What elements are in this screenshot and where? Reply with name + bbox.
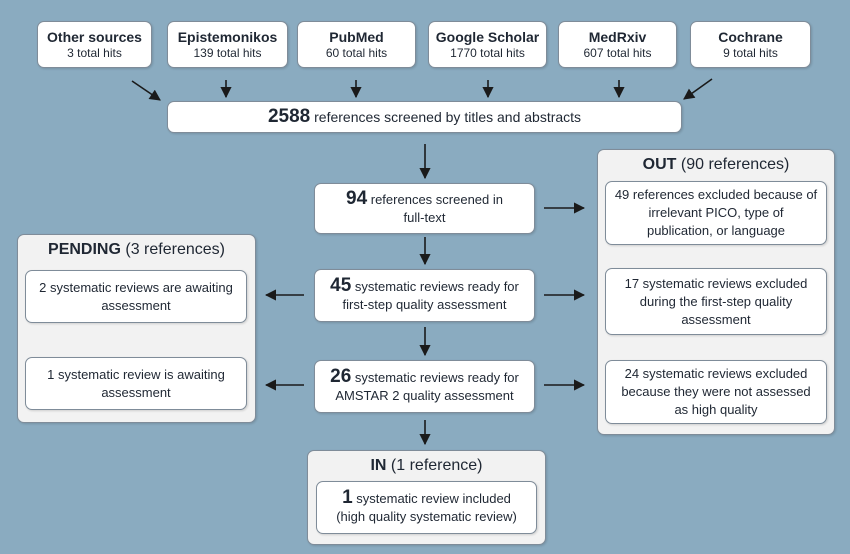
source-box-other: Other sources 3 total hits: [37, 21, 152, 68]
source-hits: 3 total hits: [67, 46, 122, 60]
included-box: 1 systematic review included (high quali…: [316, 481, 537, 534]
source-box-medrxiv: MedRxiv 607 total hits: [558, 21, 677, 68]
source-hits: 607 total hits: [583, 46, 652, 60]
first-step-count: 45: [330, 275, 352, 296]
source-box-cochrane: Cochrane 9 total hits: [690, 21, 811, 68]
fulltext-box: 94 references screened in full-text: [314, 183, 535, 234]
source-name: Cochrane: [718, 29, 783, 45]
in-title: IN (1 reference): [370, 457, 483, 474]
source-name: Google Scholar: [435, 29, 540, 45]
source-box-epistemonikos: Epistemonikos 139 total hits: [167, 21, 288, 68]
first-step-box: 45 systematic reviews ready for first-st…: [314, 269, 535, 322]
screened-count: 2588: [267, 106, 311, 127]
source-name: PubMed: [329, 29, 384, 45]
amstar-box: 26 systematic reviews ready for AMSTAR 2…: [314, 360, 535, 413]
pending-title: PENDING (3 references): [48, 241, 225, 258]
source-box-pubmed: PubMed 60 total hits: [297, 21, 416, 68]
out-item-not-high-quality: 24 systematic reviews excluded because t…: [605, 360, 827, 424]
source-hits: 9 total hits: [723, 46, 778, 60]
screened-titles-box: 2588 references screened by titles and a…: [167, 101, 682, 133]
pending-item-1-review: 1 systematic review is awaiting assessme…: [25, 357, 247, 410]
source-box-google-scholar: Google Scholar 1770 total hits: [428, 21, 547, 68]
out-item-first-step: 17 systematic reviews excluded during th…: [605, 268, 827, 335]
amstar-count: 26: [330, 366, 352, 387]
out-item-pico: 49 references excluded because of irrele…: [605, 181, 827, 245]
source-hits: 1770 total hits: [450, 46, 525, 60]
fulltext-count: 94: [346, 188, 368, 209]
source-name: MedRxiv: [588, 29, 647, 45]
arrow-cochrane-to-screened: [683, 78, 713, 100]
source-name: Epistemonikos: [177, 29, 278, 45]
arrow-other-to-screened: [131, 80, 161, 101]
out-title: OUT (90 references): [642, 156, 790, 173]
source-name: Other sources: [47, 29, 142, 45]
included-count: 1: [342, 487, 353, 508]
source-hits: 139 total hits: [193, 46, 262, 60]
screened-text: references screened by titles and abstra…: [310, 109, 582, 125]
source-hits: 60 total hits: [325, 46, 388, 60]
pending-item-2-reviews: 2 systematic reviews are awaiting assess…: [25, 270, 247, 323]
